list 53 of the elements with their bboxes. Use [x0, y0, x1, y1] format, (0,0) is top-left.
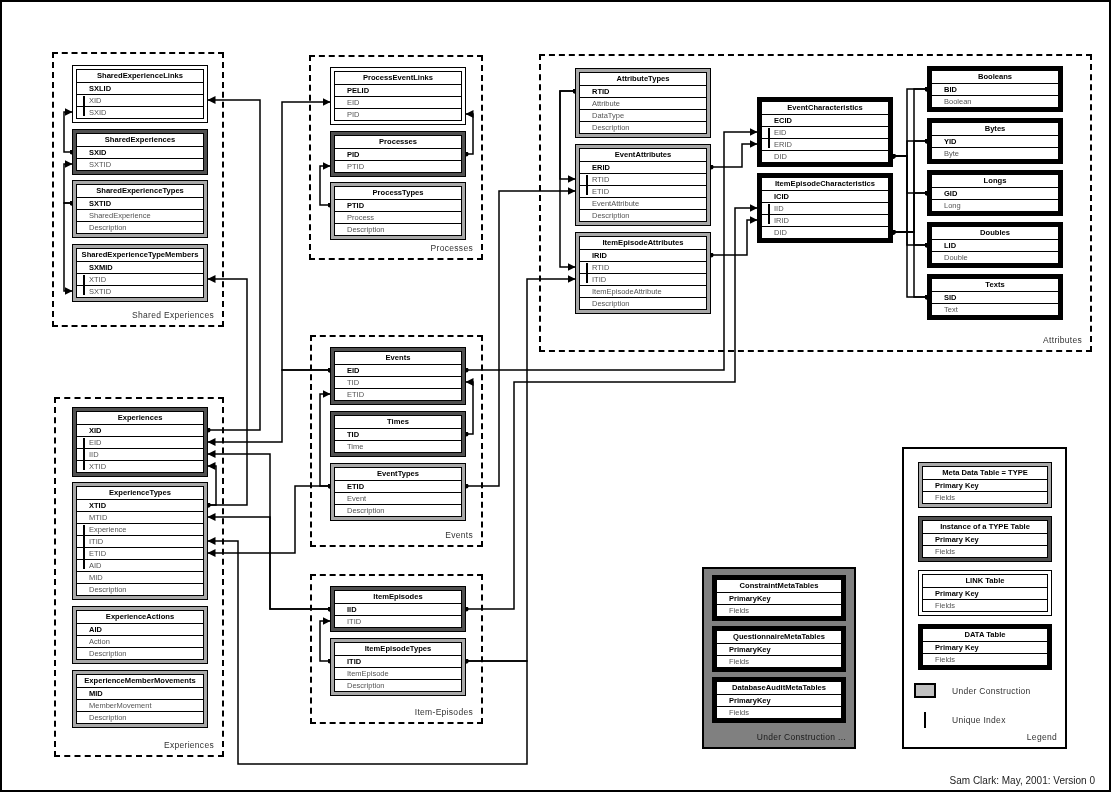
group-boundary [539, 54, 1092, 352]
table-box [918, 570, 1052, 616]
table-box [918, 462, 1052, 508]
group-label: Events [445, 530, 473, 540]
table-box [918, 516, 1052, 562]
group-boundary [310, 574, 483, 724]
table-box [757, 173, 893, 243]
table-box [330, 638, 466, 696]
table-box [330, 67, 466, 125]
group-boundary [54, 397, 224, 757]
table-box [330, 586, 466, 632]
table-box [330, 411, 466, 457]
table-box [918, 624, 1052, 670]
group-label: Processes [430, 243, 473, 253]
table-box [927, 66, 1063, 112]
group-label: Shared Experiences [132, 310, 214, 320]
legend-text: Under Construction [952, 685, 1031, 696]
table-box [927, 118, 1063, 164]
legend-panel [902, 447, 1067, 749]
table-box [72, 606, 208, 664]
table-box [927, 170, 1063, 216]
table-box [575, 68, 711, 138]
table-box [712, 677, 846, 723]
table-box [330, 463, 466, 521]
table-box [72, 65, 208, 123]
table-box [72, 670, 208, 728]
table-box [72, 180, 208, 238]
group-panel [702, 567, 856, 749]
group-label: Under Construction ... [756, 732, 846, 742]
table-box [72, 407, 208, 477]
table-box [927, 274, 1063, 320]
version-note: Sam Clark: May, 2001: Version 0 [949, 775, 1095, 786]
table-box [927, 222, 1063, 268]
group-label: Experiences [163, 740, 214, 750]
group-label: Legend [1026, 732, 1057, 742]
table-box [575, 232, 711, 314]
group-label: Item-Episodes [414, 707, 473, 717]
table-box [330, 347, 466, 405]
group-boundary [309, 55, 483, 260]
table-box [330, 182, 466, 240]
group-boundary [310, 335, 483, 547]
table-box [72, 244, 208, 302]
table-box [757, 97, 893, 167]
table-box [72, 129, 208, 175]
group-label: Attributes [1043, 335, 1082, 345]
legend-text: Unique Index [952, 715, 1006, 725]
group-boundary [52, 52, 224, 327]
table-box [712, 626, 846, 672]
table-box [575, 144, 711, 226]
table-box [72, 482, 208, 600]
table-box [330, 131, 466, 177]
relationship-line [207, 537, 528, 765]
table-box [712, 575, 846, 621]
